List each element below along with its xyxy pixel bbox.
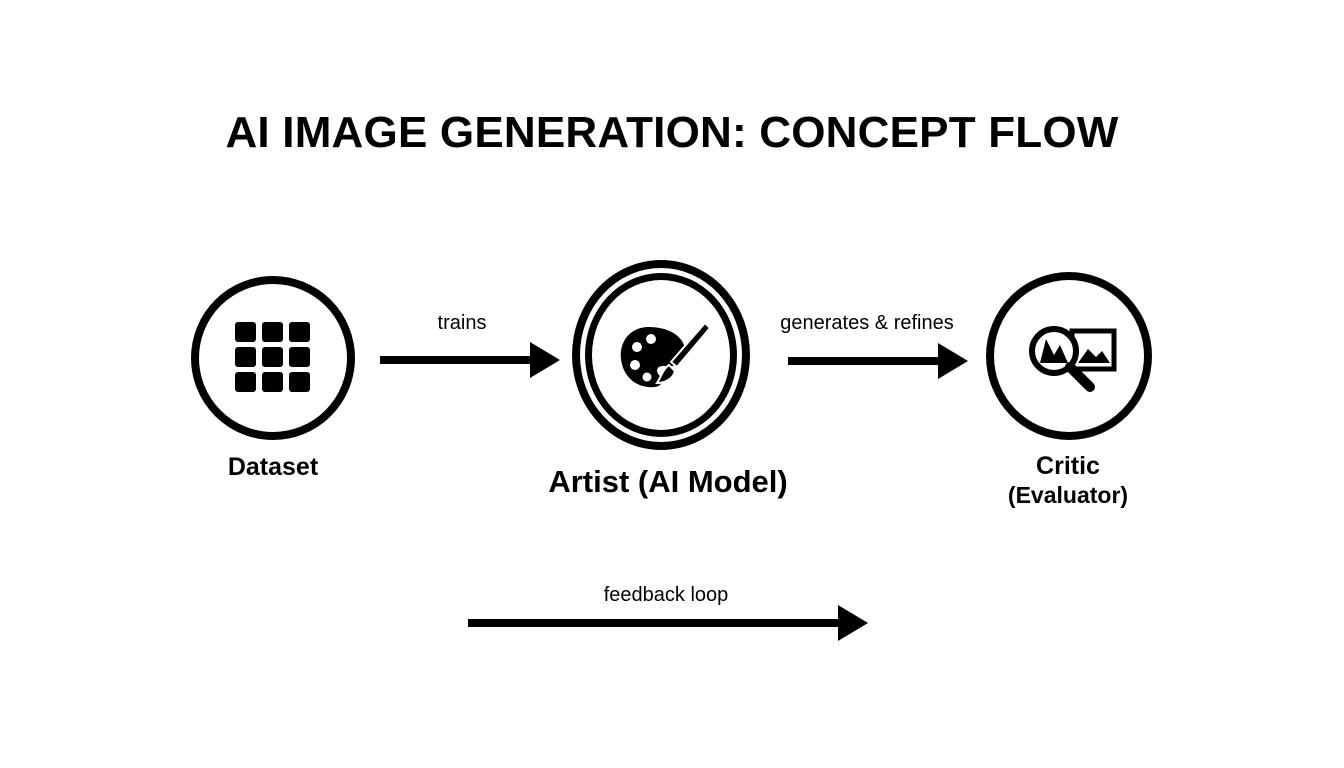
generates-label: generates & refines xyxy=(780,312,954,334)
artist-label: Artist (AI Model) xyxy=(548,464,788,499)
critic-label-line2: (Evaluator) xyxy=(1007,482,1129,508)
palette-brush-icon xyxy=(620,321,712,388)
dataset-label: Dataset xyxy=(227,453,319,481)
feedback-label: feedback loop xyxy=(603,584,729,606)
feedback-arrow xyxy=(468,605,868,641)
critic-label-line1: Critic xyxy=(1036,452,1100,480)
trains-label: trains xyxy=(437,312,487,334)
artist-inner-ring xyxy=(585,273,737,437)
magnifier-image-icon xyxy=(1029,326,1117,392)
generates-arrow xyxy=(788,343,968,379)
diagram-title: AI IMAGE GENERATION: CONCEPT FLOW xyxy=(225,108,1119,157)
dataset-node xyxy=(191,276,355,440)
critic-node xyxy=(986,272,1152,440)
grid-icon xyxy=(235,322,310,392)
artist-node xyxy=(572,260,750,450)
trains-arrow xyxy=(380,342,560,378)
